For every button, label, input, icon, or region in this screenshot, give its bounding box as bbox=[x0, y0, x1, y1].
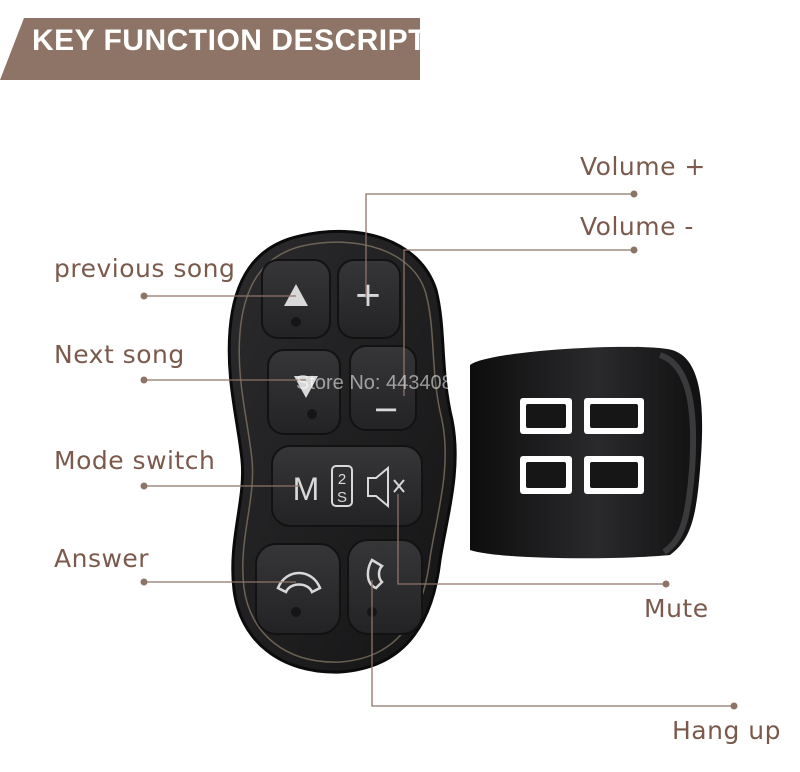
phone-hangup-icon bbox=[366, 558, 385, 590]
leader-dot bbox=[140, 292, 148, 300]
label-previous-song: previous song bbox=[54, 254, 236, 283]
answer-call-button[interactable] bbox=[255, 543, 341, 635]
leader-dot bbox=[140, 578, 148, 586]
clamp-slot-inner bbox=[526, 404, 566, 428]
leader-dot bbox=[730, 702, 738, 710]
label-answer: Answer bbox=[54, 544, 150, 573]
leader-dot bbox=[630, 190, 638, 198]
header-banner bbox=[0, 18, 420, 80]
leader-lines bbox=[144, 193, 734, 707]
minus-icon: − bbox=[373, 390, 400, 428]
header-banner-shape bbox=[0, 18, 420, 80]
store-watermark: Store No: 4434084 bbox=[296, 372, 464, 394]
two-s-bottom: S bbox=[337, 489, 347, 506]
leader-volume-up bbox=[365, 193, 634, 298]
label-mute: Mute bbox=[644, 594, 709, 623]
triangle-up-icon bbox=[284, 284, 308, 306]
clamp-slot-inner bbox=[526, 462, 566, 488]
two-s-top: 2 bbox=[338, 471, 346, 488]
clamp-slot-inner bbox=[590, 404, 638, 428]
label-volume-down: Volume - bbox=[580, 212, 694, 241]
led-dot bbox=[291, 607, 301, 617]
mounting-clamp bbox=[470, 346, 703, 559]
previous-song-button[interactable] bbox=[261, 259, 331, 339]
label-volume-up: Volume + bbox=[580, 152, 706, 181]
mute-speaker-icon bbox=[367, 465, 405, 509]
label-next-song: Next song bbox=[54, 340, 185, 369]
leader-dots bbox=[140, 190, 738, 710]
led-dot bbox=[291, 317, 301, 327]
label-hang-up: Hang up bbox=[672, 716, 781, 745]
volume-down-button[interactable]: − bbox=[349, 345, 417, 431]
leader-dot bbox=[140, 482, 148, 490]
header-title: Key Function Description bbox=[32, 24, 482, 57]
hang-up-button[interactable] bbox=[347, 539, 423, 635]
leader-mute bbox=[397, 494, 666, 585]
clamp-slot-inner bbox=[590, 462, 638, 488]
phone-answer-icon bbox=[276, 571, 322, 594]
next-song-button[interactable] bbox=[267, 349, 341, 435]
led-dot bbox=[307, 409, 317, 419]
mode-icon: M bbox=[293, 471, 320, 507]
leader-volume-down bbox=[403, 249, 634, 396]
volume-up-button[interactable]: + bbox=[337, 259, 401, 339]
triangle-down-icon bbox=[294, 376, 318, 398]
leader-dot bbox=[630, 246, 638, 254]
leader-dot bbox=[662, 580, 670, 588]
plus-icon: + bbox=[354, 275, 383, 315]
leader-hang-up bbox=[371, 580, 734, 707]
two-s-icon bbox=[331, 465, 353, 507]
label-mode-switch: Mode switch bbox=[54, 446, 216, 475]
leader-dot bbox=[140, 376, 148, 384]
